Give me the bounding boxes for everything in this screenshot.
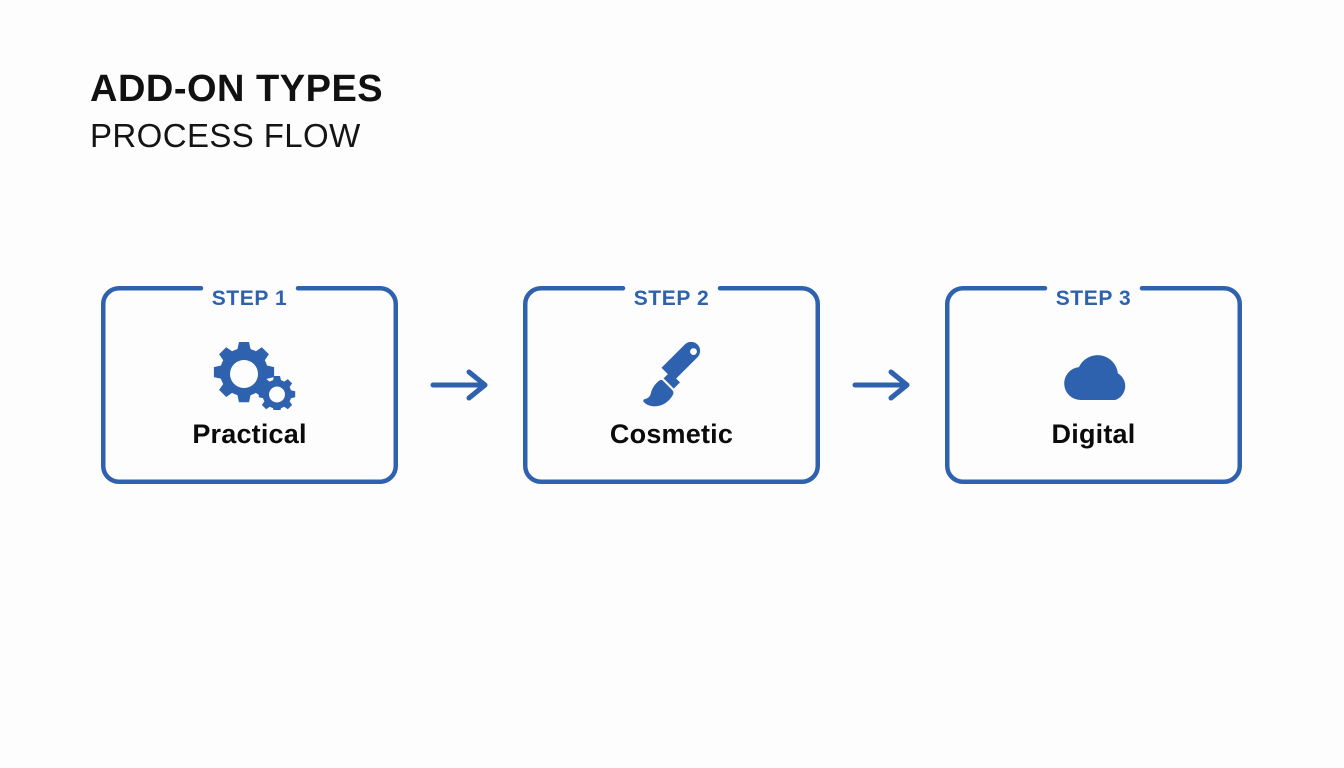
step-title-2: Cosmetic bbox=[609, 419, 734, 449]
arrow-right-icon bbox=[429, 367, 493, 403]
step-card-3[interactable]: STEP 3 Digital bbox=[945, 286, 1242, 484]
gears-icon bbox=[101, 338, 398, 410]
step-title-3: Digital bbox=[1051, 419, 1136, 449]
card-border-frame bbox=[945, 286, 1242, 484]
step-card-1[interactable]: STEP 1 Practical bbox=[101, 286, 398, 484]
step-label-2: STEP 2 bbox=[633, 287, 710, 310]
page-subtitle: PROCESS FLOW bbox=[90, 116, 361, 154]
process-flow-diagram: STEP 1 Practical STEP 2 bbox=[101, 286, 1242, 484]
step-card-2[interactable]: STEP 2 Cosmetic bbox=[523, 286, 820, 484]
paintbrush-icon bbox=[523, 338, 820, 410]
cloud-icon bbox=[945, 338, 1242, 410]
step-title-1: Practical bbox=[192, 419, 307, 449]
step-label-3: STEP 3 bbox=[1055, 287, 1132, 310]
arrow-right-icon bbox=[851, 367, 915, 403]
page-title: ADD-ON TYPES bbox=[90, 68, 384, 110]
card-border-frame bbox=[523, 286, 820, 484]
step-label-1: STEP 1 bbox=[211, 287, 288, 310]
card-border-frame bbox=[101, 286, 398, 484]
title-block: ADD-ON TYPES PROCESS FLOW bbox=[90, 68, 384, 155]
